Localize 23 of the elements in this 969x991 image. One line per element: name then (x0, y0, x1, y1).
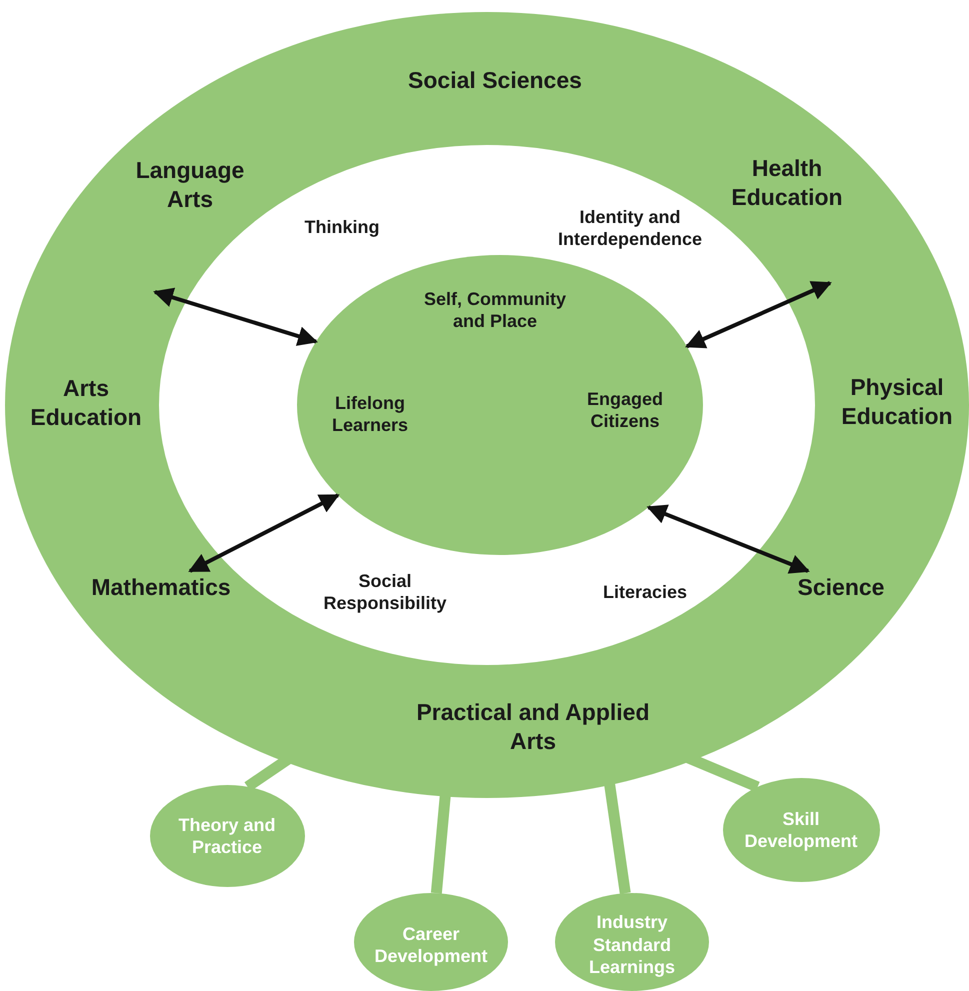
double-arrow (153, 288, 318, 346)
node-text: Career Development (373, 922, 489, 968)
node-text: Thinking (304, 216, 380, 238)
node-text: Self, Community and Place (422, 288, 567, 332)
node-text: Engaged Citizens (586, 388, 664, 432)
node-text: Practical and Applied Arts (415, 698, 651, 756)
subject-label: Mathematics (91, 572, 231, 602)
double-arrow (685, 281, 832, 348)
node-text: Social Sciences (408, 66, 582, 94)
node-text: Lifelong Learners (330, 392, 410, 436)
double-arrow (188, 494, 340, 573)
node-text: Social Responsibility (322, 570, 448, 614)
subject-label: Science (798, 572, 884, 602)
subject-label: Health Education (730, 154, 844, 212)
node-text: Physical Education (840, 373, 954, 431)
node-text: Literacies (602, 580, 688, 604)
node-text: Theory and Practice (177, 814, 276, 858)
node-text: Arts Education (29, 374, 143, 432)
node-text: Industry Standard Learnings (588, 911, 676, 979)
double-arrow (646, 504, 810, 574)
node-text: Identity and Interdependence (556, 206, 704, 250)
node-text: Skill Development (743, 808, 859, 852)
subject-label: Language Arts (134, 156, 246, 214)
